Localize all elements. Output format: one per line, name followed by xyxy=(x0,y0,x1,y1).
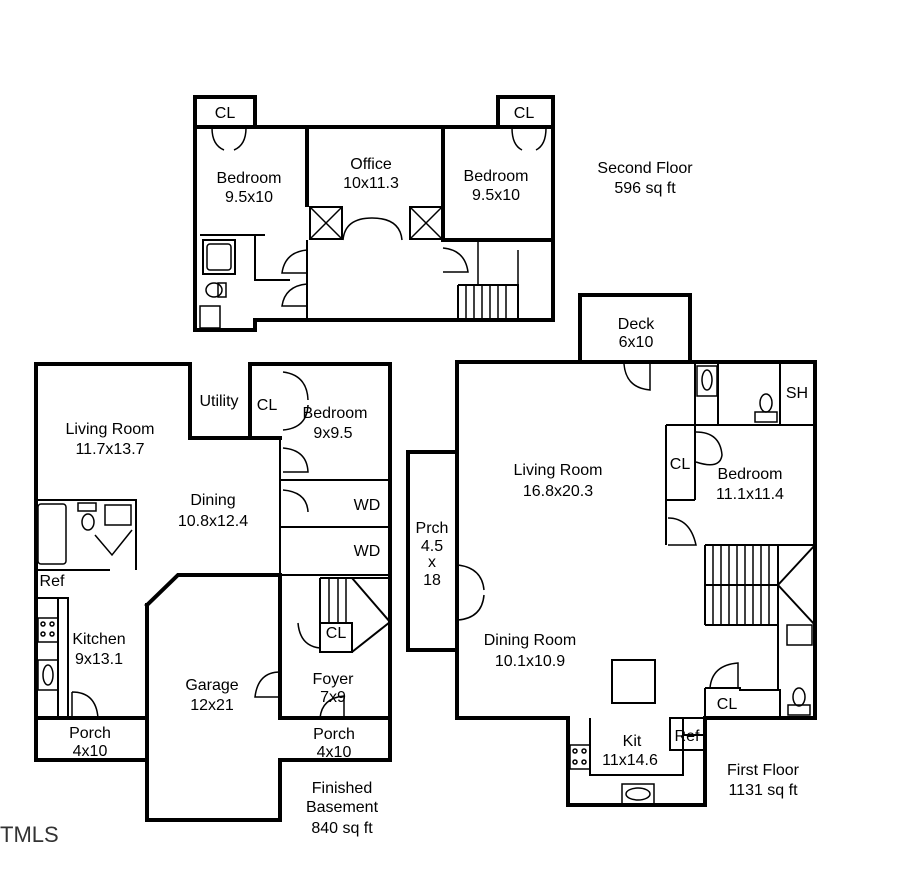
room-dims: 10.8x12.4 xyxy=(178,513,248,530)
room-label: CL xyxy=(326,625,347,642)
room-dims: 9.5x10 xyxy=(225,189,273,206)
kitchen-fixtures xyxy=(37,502,133,691)
room-dims: 4.5 xyxy=(421,538,443,555)
room-dims: 10.1x10.9 xyxy=(495,653,565,670)
second-floor-stairs xyxy=(457,240,519,318)
room-label: CL xyxy=(670,456,691,473)
room-label: CL xyxy=(717,696,738,713)
second-floor-walls xyxy=(193,95,555,332)
room-label: Kitchen xyxy=(72,631,125,648)
second-floor-plan: CL CL Bedroom 9.5x10 Office 10x11.3 Bedr… xyxy=(193,95,693,332)
room-label: Dining Room xyxy=(484,632,576,649)
bath-fixtures xyxy=(199,239,236,329)
floor-title: First Floor xyxy=(727,762,800,779)
room-label: Prch xyxy=(416,520,449,537)
room-label: Deck xyxy=(618,316,655,333)
room-label: Utility xyxy=(199,393,238,410)
room-label: CL xyxy=(514,105,535,122)
room-dims: 18 xyxy=(423,572,441,589)
room-label: Porch xyxy=(69,725,111,742)
room-label: Bedroom xyxy=(718,466,783,483)
room-dims: 4x10 xyxy=(317,744,352,761)
room-dims: 9x13.1 xyxy=(75,651,123,668)
room-label: Bedroom xyxy=(217,170,282,187)
room-label: Bedroom xyxy=(464,168,529,185)
room-label: Ref xyxy=(40,573,65,590)
room-label: CL xyxy=(257,397,278,414)
room-label: CL xyxy=(215,105,236,122)
doors xyxy=(211,127,547,307)
floor-area: 596 sq ft xyxy=(614,180,676,197)
watermark-logo: TMLS xyxy=(0,822,59,847)
room-label: Office xyxy=(350,156,392,173)
room-dims: 11.1x11.4 xyxy=(716,486,784,503)
room-label: Dining xyxy=(190,492,235,509)
room-label: Living Room xyxy=(514,462,603,479)
first-floor-fixtures xyxy=(569,365,813,805)
room-dims: 11x14.6 xyxy=(602,752,658,769)
room-dims: 4x10 xyxy=(73,743,108,760)
room-dims: 11.7x13.7 xyxy=(75,441,144,458)
room-label: Porch xyxy=(313,726,355,743)
office-closets xyxy=(309,206,443,240)
room-label: Foyer xyxy=(313,671,355,688)
room-label: SH xyxy=(786,385,808,402)
room-label: WD xyxy=(354,543,381,560)
room-dims: x xyxy=(428,554,436,571)
first-floor-walls xyxy=(406,293,817,807)
room-label: Bedroom xyxy=(303,405,368,422)
floor-title: Finished xyxy=(312,780,372,797)
room-label: Garage xyxy=(185,677,238,694)
room-dims: 7x9 xyxy=(320,689,346,706)
first-floor-plan: Deck 6x10 SH Living Room 16.8x20.3 CL Be… xyxy=(406,293,817,807)
floor-area: 1131 sq ft xyxy=(728,782,798,799)
room-label: WD xyxy=(354,497,381,514)
floor-title: Basement xyxy=(306,799,379,816)
basement-plan: Living Room 11.7x13.7 Utility CL Bedroom… xyxy=(34,362,392,837)
room-label: Ref xyxy=(675,728,700,745)
doors xyxy=(457,363,739,689)
room-dims: 12x21 xyxy=(190,697,234,714)
doors xyxy=(71,371,345,719)
room-dims: 9.5x10 xyxy=(472,187,520,204)
floor-title: Second Floor xyxy=(597,160,693,177)
room-dims: 16.8x20.3 xyxy=(523,483,593,500)
room-label: Living Room xyxy=(66,421,155,438)
room-dims: 6x10 xyxy=(619,334,654,351)
room-label: Kit xyxy=(623,733,642,750)
room-dims: 10x11.3 xyxy=(343,175,399,192)
room-dims: 9x9.5 xyxy=(313,425,352,442)
floor-area: 840 sq ft xyxy=(311,820,373,837)
